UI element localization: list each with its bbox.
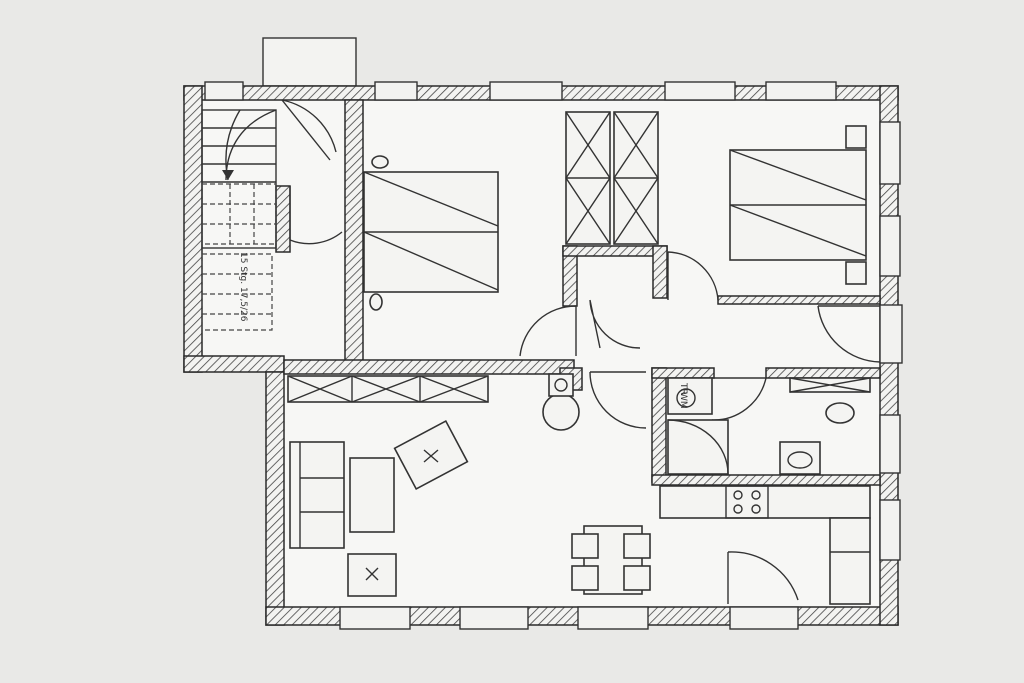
chair	[571, 533, 599, 559]
coffee-table	[349, 457, 395, 533]
bedroom-1	[363, 155, 499, 311]
hall-doors	[519, 251, 881, 429]
bathroom: WM TR	[667, 377, 871, 475]
hall-door	[289, 186, 343, 245]
kitchen	[659, 485, 871, 605]
wardrobes	[565, 111, 659, 245]
entry-canopy	[262, 37, 357, 87]
nightstand-icon	[845, 125, 867, 149]
interior-walls	[275, 99, 881, 486]
stove-icon	[548, 373, 574, 397]
toilet-icon	[825, 402, 855, 424]
living-room	[287, 373, 580, 597]
chair	[623, 565, 651, 591]
nightstand-lamp-icon	[369, 293, 383, 311]
nightstand-lamp-icon	[371, 155, 389, 169]
washer-tag: WM	[678, 392, 688, 409]
stair-note: 15 Stg. 17,5/26	[238, 252, 248, 322]
bedroom-2	[729, 125, 867, 285]
dining-area	[571, 525, 651, 595]
armchair	[393, 419, 469, 491]
armchair	[347, 553, 397, 597]
round-table	[542, 393, 580, 431]
windows	[204, 81, 903, 630]
sofa	[289, 441, 345, 549]
chair	[623, 533, 651, 559]
chair	[571, 565, 599, 591]
staircase: 15 Stg. 17,5/26	[201, 109, 277, 331]
nightstand-icon	[845, 261, 867, 285]
sink-icon	[779, 441, 821, 475]
entry-door	[281, 99, 337, 161]
bath-tag: TR	[678, 382, 688, 395]
